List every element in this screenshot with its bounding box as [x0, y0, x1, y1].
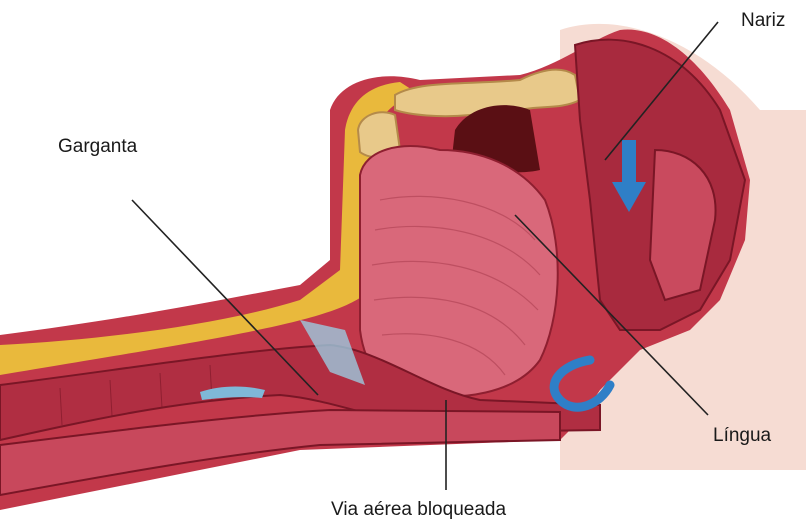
tongue	[360, 146, 558, 396]
label-blocked-airway: Via aérea bloqueada	[331, 499, 506, 521]
label-throat: Garganta	[58, 136, 137, 158]
label-tongue: Língua	[713, 425, 771, 447]
label-nose: Nariz	[741, 10, 785, 32]
